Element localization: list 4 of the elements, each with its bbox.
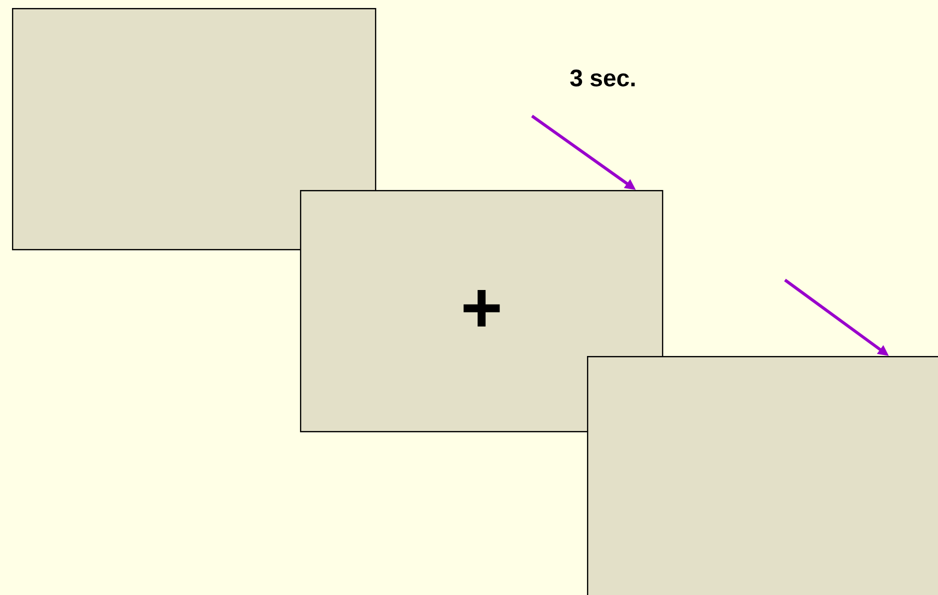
screen-box: + bbox=[300, 190, 664, 432]
screen-box bbox=[587, 356, 938, 595]
duration-label: 3 sec. bbox=[568, 68, 638, 88]
screen-box bbox=[12, 8, 376, 250]
